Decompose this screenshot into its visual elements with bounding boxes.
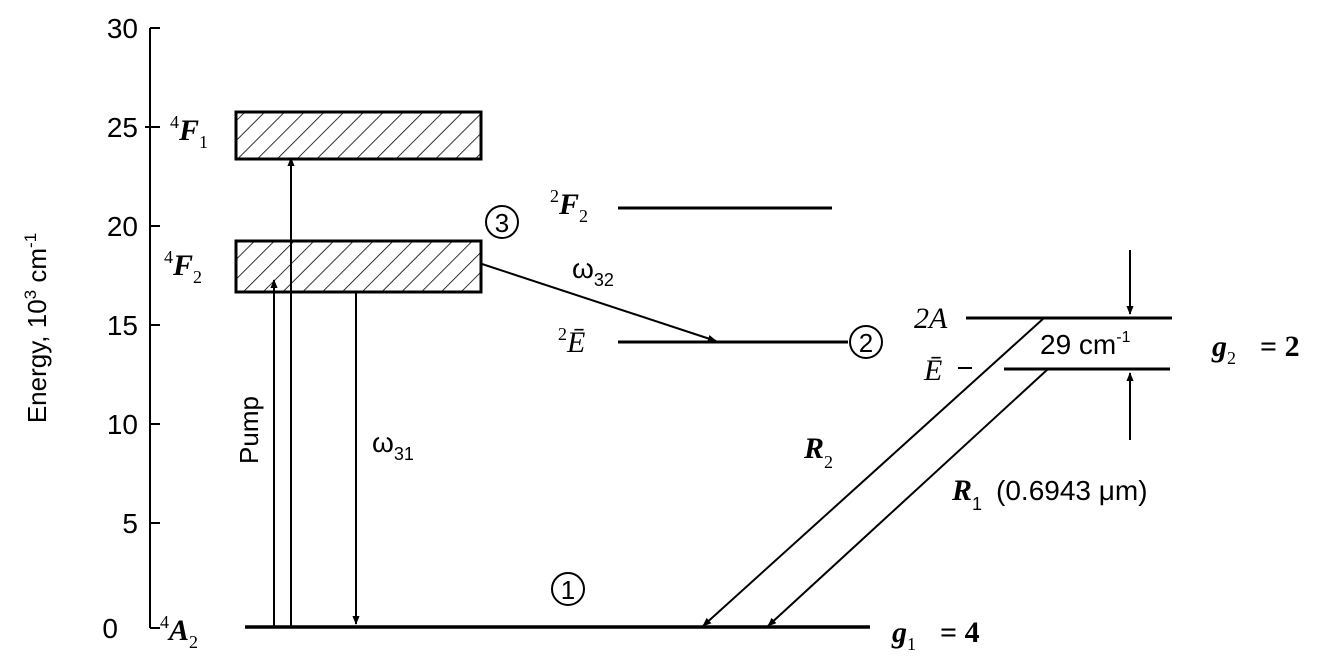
marker-1: 1 — [551, 572, 585, 606]
splitting-label: 29 cm-1 — [1040, 329, 1131, 360]
tick-label-5: 5 — [122, 508, 138, 539]
r2-label: R2 — [803, 432, 833, 472]
energy-axis: 30 25 20 15 10 5 0 Energy, 103 cm-1 — [21, 13, 160, 644]
r1-arrow — [767, 368, 1049, 627]
level-label-4f1: 4F1 — [170, 112, 208, 152]
g2-label: g2= 2 — [1211, 330, 1300, 368]
tick-label-20: 20 — [107, 211, 138, 242]
transition-w32: ω32 — [481, 253, 717, 342]
level-label-2f2: 2F2 — [550, 186, 588, 226]
level-4a2: 4A2 1 g1= 4 — [160, 572, 980, 654]
w32-arrow — [481, 263, 717, 342]
level-label-4a2: 4A2 — [160, 612, 198, 652]
axis-label: Energy, 103 cm-1 — [21, 233, 52, 423]
band-4f1 — [234, 110, 483, 161]
level-2e: 2Ē 2 — [558, 324, 883, 359]
level-2f2: 2F2 — [550, 186, 832, 226]
tick-label-30: 30 — [107, 13, 138, 44]
tick-label-25: 25 — [107, 112, 138, 143]
level-4f2: 4F2 3 — [164, 205, 519, 294]
r2-arrow — [702, 317, 1045, 627]
tick-label-0: 0 — [102, 613, 118, 644]
pump-label: Pump — [234, 396, 264, 464]
tick-label-15: 15 — [107, 310, 138, 341]
transition-w31: ω31 — [352, 292, 414, 625]
svg-text:2: 2 — [859, 328, 873, 358]
svg-text:1: 1 — [561, 575, 575, 605]
tick-label-10: 10 — [107, 409, 138, 440]
marker-3: 3 — [485, 205, 519, 239]
band-4f2 — [234, 239, 483, 294]
w31-label: ω31 — [372, 427, 414, 464]
r1-label: R1(0.6943 μm) — [951, 474, 1148, 514]
level-4f1: 4F1 — [145, 110, 483, 161]
level-label-2e: 2Ē — [558, 324, 585, 359]
level-label-ebar: Ē — [923, 354, 942, 387]
transition-r1: R1(0.6943 μm) — [767, 368, 1148, 627]
g1-label: g1= 4 — [891, 616, 980, 654]
svg-text:3: 3 — [495, 208, 509, 238]
level-label-4f2: 4F2 — [164, 247, 202, 287]
marker-2: 2 — [849, 325, 883, 359]
w32-label: ω32 — [572, 253, 614, 290]
level-label-2a: 2A — [914, 302, 948, 335]
pump-transitions: Pump — [234, 157, 295, 627]
split-levels: 2A Ē 29 cm-1 g2= 2 — [914, 250, 1300, 440]
transition-r2: R2 — [702, 317, 1045, 627]
